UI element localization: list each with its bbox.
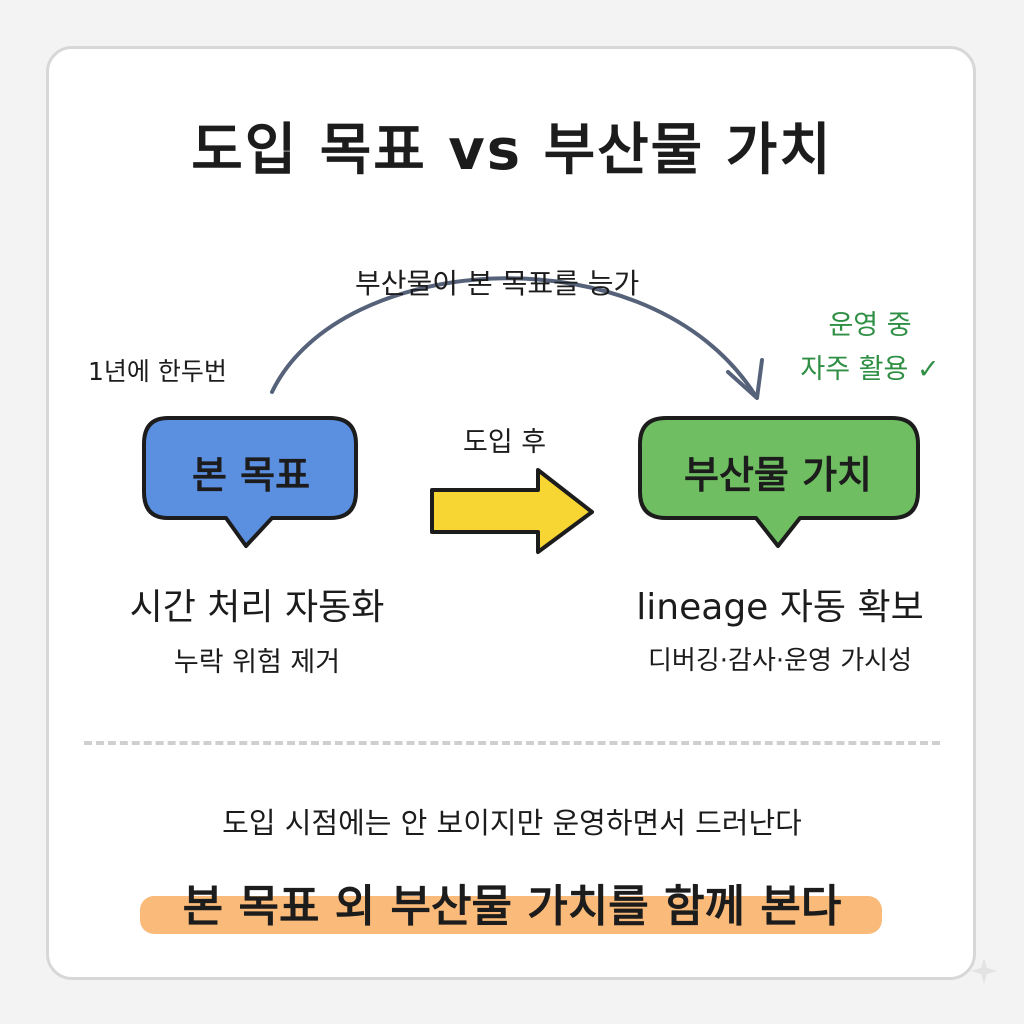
blue-speech-bubble (142, 416, 358, 548)
green-speech-bubble (638, 416, 920, 548)
byproduct-bubble-text: 부산물 가치 (683, 453, 873, 497)
arc-label: 부산물이 본 목표를 능가 (355, 267, 640, 300)
yellow-arrow (430, 468, 594, 554)
ops-usage-label: 운영 중 자주 활용 ✓ (790, 304, 950, 392)
arc-arrow-head (726, 358, 764, 400)
page-title: 도입 목표 vs 부산물 가치 (191, 118, 833, 183)
sparkle-icon (971, 958, 997, 984)
frequency-label: 1년에 한두번 (88, 357, 227, 386)
bottom-note: 도입 시점에는 안 보이지만 운영하면서 드러난다 (222, 806, 802, 840)
byproduct-description: lineage 자동 확보 (636, 587, 924, 628)
ops-line-2: 자주 활용 ✓ (790, 348, 950, 392)
check-icon: ✓ (916, 354, 940, 385)
ops-line-2-text: 자주 활용 (800, 354, 909, 385)
main-goal-description: 시간 처리 자동화 (129, 587, 385, 628)
ops-line-1: 운영 중 (828, 310, 912, 341)
arc-arrow (270, 276, 757, 397)
conclusion-text: 본 목표 외 부산물 가치를 함께 본다 (182, 881, 842, 932)
conclusion-highlight (140, 896, 882, 934)
dashed-divider (84, 741, 940, 745)
after-adoption-label: 도입 후 (463, 427, 547, 458)
main-goal-bubble-text: 본 목표 (191, 453, 311, 497)
main-goal-subtext: 누락 위험 제거 (173, 647, 341, 678)
byproduct-subtext: 디버깅·감사·운영 가시성 (648, 646, 912, 676)
